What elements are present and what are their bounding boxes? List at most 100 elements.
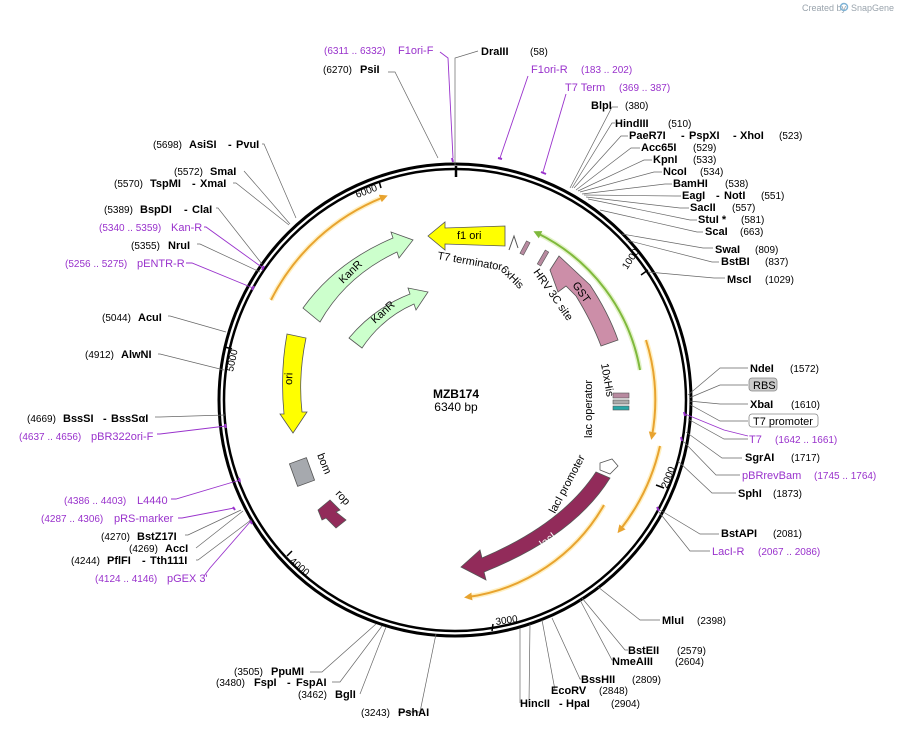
enzyme-name[interactable]: NcoI <box>663 166 687 178</box>
enzyme-label-psi1[interactable]: (6270) PsiI <box>323 64 380 76</box>
enzyme-name[interactable]: BstAPI <box>721 528 757 540</box>
enzyme-label-bstz17i[interactable]: (4270) BstZ17I <box>101 531 177 543</box>
enzyme-label-ppumi[interactable]: (3505) PpuMI <box>234 666 304 678</box>
enzyme-name-2[interactable]: ClaI <box>192 204 212 216</box>
enzyme-label-bsssi[interactable]: (4669) BssSI - BssSαI <box>27 413 148 425</box>
primer-name[interactable]: pBRrevBam <box>742 470 801 482</box>
primer-name[interactable]: T7 Term <box>565 82 605 94</box>
tag-rbs-box[interactable] <box>748 377 778 392</box>
enzyme-name[interactable]: StuI * <box>698 214 727 226</box>
enzyme-name[interactable]: AcuI <box>138 312 162 324</box>
enzyme-label-kpn1[interactable]: KpnI (533) <box>653 154 716 166</box>
enzyme-name[interactable]: ScaI <box>705 226 728 238</box>
enzyme-name[interactable]: BspDI <box>140 204 172 216</box>
enzyme-label-ecorv[interactable]: EcoRV (2848) <box>551 685 628 697</box>
primer-label-prs[interactable]: (4287 .. 4306) pRS-marker <box>41 513 174 525</box>
primer-label-laci-r[interactable]: LacI-R (2067 .. 2086) <box>712 546 820 558</box>
enzyme-name[interactable]: BglI <box>335 689 356 701</box>
enzyme-label-acui[interactable]: (5044) AcuI <box>102 312 162 324</box>
primer-label-t7[interactable]: T7 (1642 .. 1661) <box>749 434 837 446</box>
enzyme-name[interactable]: FspI <box>254 677 277 689</box>
enzyme-name[interactable]: SmaI <box>210 166 236 178</box>
enzyme-label-hinc2[interactable]: HincII - HpaI (2904) <box>520 698 640 710</box>
primer-name[interactable]: pENTR-R <box>137 258 185 270</box>
enzyme-name[interactable]: NmeAIII <box>612 656 653 668</box>
primer-name[interactable]: pGEX 3' <box>167 573 208 585</box>
enzyme-label-msc1[interactable]: MscI (1029) <box>727 274 794 286</box>
tag-rbs[interactable]: RBS <box>748 377 778 392</box>
enzyme-label-xba1[interactable]: XbaI (1610) <box>750 399 820 411</box>
enzyme-name[interactable]: KpnI <box>653 154 677 166</box>
enzyme-name[interactable]: AlwNI <box>121 349 152 361</box>
primer-label-pbrrevbam[interactable]: pBRrevBam (1745 .. 1764) <box>742 470 876 482</box>
primer-label-pbr322[interactable]: (4637 .. 4656) pBR322ori-F <box>19 431 154 443</box>
enzyme-name[interactable]: BstEII <box>628 645 659 657</box>
enzyme-label-sma1[interactable]: (5572) SmaI <box>174 166 236 178</box>
enzyme-name[interactable]: PflFI <box>107 555 131 567</box>
enzyme-label-nrui[interactable]: (5355) NruI <box>131 240 190 252</box>
enzyme-label-sca1[interactable]: ScaI (663) <box>705 226 763 238</box>
enzyme-label-sac2[interactable]: SacII (557) <box>690 202 755 214</box>
enzyme-name-2[interactable]: HpaI <box>566 698 590 710</box>
primer-name[interactable]: L4440 <box>137 495 168 507</box>
enzyme-name[interactable]: AccI <box>165 543 188 555</box>
enzyme-label-hind3[interactable]: HindIII (510) <box>615 118 691 130</box>
enzyme-name-2[interactable]: PvuI <box>236 139 259 151</box>
enzyme-name-2[interactable]: XmaI <box>200 178 226 190</box>
enzyme-name[interactable]: MscI <box>727 274 751 286</box>
enzyme-name[interactable]: PpuMI <box>271 666 304 678</box>
enzyme-label-swa1[interactable]: SwaI (809) <box>715 244 778 256</box>
enzyme-label-nco1[interactable]: NcoI (534) <box>663 166 723 178</box>
primer-label-f1ori-f[interactable]: (6311 .. 6332) F1ori-F <box>324 45 434 57</box>
enzyme-label-fsp1[interactable]: (3480) FspI - FspAI <box>216 677 327 689</box>
enzyme-name[interactable]: Acc65I <box>641 142 676 154</box>
primer-name[interactable]: Kan-R <box>171 222 202 234</box>
primer-label-t7term[interactable]: T7 Term (369 .. 387) <box>565 82 670 94</box>
enzyme-name[interactable]: PaeR7I <box>629 130 666 142</box>
enzyme-label-psha1[interactable]: (3243) PshAI <box>361 707 429 719</box>
enzyme-name[interactable]: PsiI <box>360 64 380 76</box>
enzyme-name-2[interactable]: BssSαI <box>111 413 148 425</box>
enzyme-name-2[interactable]: NotI <box>724 190 745 202</box>
enzyme-name[interactable]: SacII <box>690 202 716 214</box>
enzyme-name[interactable]: BssHII <box>581 674 615 686</box>
enzyme-label-eag1[interactable]: EagI - NotI (551) <box>682 190 784 202</box>
enzyme-label-mlu1[interactable]: MluI (2398) <box>662 615 726 627</box>
enzyme-name[interactable]: BlpI <box>591 100 612 112</box>
enzyme-label-tspmi[interactable]: (5570) TspMI - XmaI <box>114 178 226 190</box>
enzyme-name[interactable]: XbaI <box>750 399 773 411</box>
enzyme-label-sph1[interactable]: SphI (1873) <box>738 488 802 500</box>
enzyme-label-blp1[interactable]: BlpI (380) <box>591 100 648 112</box>
primer-label-f1ori-r[interactable]: F1ori-R (183 .. 202) <box>531 64 632 76</box>
primer-label-pentr[interactable]: (5256 .. 5275) pENTR-R <box>65 258 185 270</box>
enzyme-name[interactable]: BstZ17I <box>137 531 177 543</box>
enzyme-name[interactable]: MluI <box>662 615 684 627</box>
primer-label-pgex3[interactable]: (4124 .. 4146) pGEX 3' <box>95 573 208 585</box>
enzyme-name-3[interactable]: XhoI <box>740 130 764 142</box>
enzyme-label-bamh1[interactable]: BamHI (538) <box>673 178 748 190</box>
enzyme-name[interactable]: PshAI <box>398 707 429 719</box>
enzyme-name[interactable]: AsiSI <box>189 139 217 151</box>
primer-name[interactable]: F1ori-F <box>398 45 434 57</box>
enzyme-label-alwni[interactable]: (4912) AlwNI <box>85 349 152 361</box>
enzyme-name[interactable]: TspMI <box>150 178 181 190</box>
enzyme-label-acc65i[interactable]: Acc65I (529) <box>641 142 716 154</box>
enzyme-name[interactable]: EcoRV <box>551 685 587 697</box>
enzyme-name[interactable]: HincII <box>520 698 550 710</box>
enzyme-label-bste2[interactable]: BstEII (2579) <box>628 645 706 657</box>
enzyme-label-nde1[interactable]: NdeI (1572) <box>750 363 819 375</box>
enzyme-label-acc1[interactable]: (4269) AccI <box>129 543 188 555</box>
primer-name[interactable]: pRS-marker <box>114 513 174 525</box>
tag-t7-promoter[interactable]: T7 promoter <box>748 413 819 428</box>
enzyme-label-bstb1[interactable]: BstBI (837) <box>721 256 788 268</box>
enzyme-label-dra3[interactable]: DraIII (58) <box>481 46 548 58</box>
enzyme-label-nmea3[interactable]: NmeAIII (2604) <box>612 656 704 668</box>
enzyme-label-sgra1[interactable]: SgrAI (1717) <box>745 452 820 464</box>
primer-label-kanr[interactable]: (5340 .. 5359) Kan-R <box>99 222 202 234</box>
enzyme-label-paer7i[interactable]: PaeR7I - PspXI - XhoI (523) <box>629 130 802 142</box>
enzyme-name-2[interactable]: PspXI <box>689 130 720 142</box>
primer-name[interactable]: T7 <box>749 434 762 446</box>
primer-name[interactable]: F1ori-R <box>531 64 568 76</box>
enzyme-label-pflfi[interactable]: (4244) PflFI - Tth111I <box>71 555 187 567</box>
enzyme-name[interactable]: NdeI <box>750 363 774 375</box>
